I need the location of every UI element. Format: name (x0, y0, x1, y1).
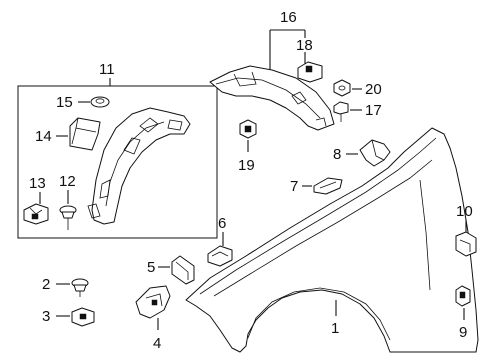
clip-nut-3-part (71, 307, 95, 327)
callout-18: 18 (296, 37, 313, 54)
screw-17-part (333, 101, 349, 122)
callout-9: 9 (459, 324, 467, 341)
callout-13: 13 (29, 175, 46, 192)
inset-frame (17, 85, 218, 239)
screw-12-part (59, 205, 77, 230)
grommet-part (90, 96, 110, 108)
callout-5: 5 (147, 259, 155, 276)
clip-nut-13-part (23, 203, 49, 225)
callout-11: 11 (99, 61, 115, 78)
callout-17: 17 (365, 102, 382, 119)
callout-12: 12 (59, 173, 76, 190)
wheel-arch-liner-part (209, 65, 335, 131)
callout-15: 15 (56, 94, 73, 111)
callout-20: 20 (365, 81, 382, 98)
callout-2: 2 (42, 276, 50, 293)
callout-7: 7 (290, 178, 298, 195)
clip-9-part (455, 285, 471, 307)
callout-10: 10 (456, 203, 473, 220)
bolt-2-part (71, 278, 89, 297)
bracket-6-part (207, 245, 233, 267)
push-nut-20-part (333, 79, 351, 97)
bracket-8-part (359, 139, 391, 167)
callout-4: 4 (153, 335, 161, 352)
callout-6: 6 (218, 215, 226, 232)
inner-liner-part (87, 107, 191, 225)
hinge-4-part (135, 285, 171, 319)
callout-14: 14 (35, 128, 52, 145)
clip-18-part (297, 61, 323, 83)
callout-19: 19 (238, 157, 255, 174)
bracket-7-part (313, 177, 343, 195)
callout-3: 3 (42, 308, 50, 325)
bracket-5-part (171, 255, 195, 285)
bracket-10-part (455, 231, 477, 257)
plug-19-part (239, 119, 257, 139)
callout-1: 1 (331, 320, 339, 337)
fender-part (185, 127, 479, 353)
pad-part (69, 117, 101, 151)
callout-8: 8 (333, 146, 341, 163)
callout-16: 16 (280, 9, 297, 26)
